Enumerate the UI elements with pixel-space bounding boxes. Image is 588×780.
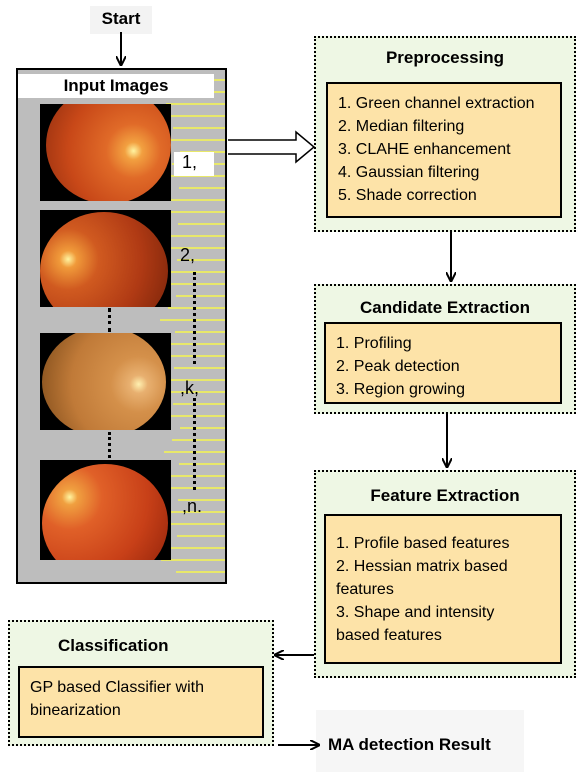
- step: 2. Hessian matrix based: [336, 555, 550, 578]
- step: 2. Median filtering: [338, 115, 550, 138]
- image-ellipsis-2: [108, 432, 111, 458]
- step: GP based Classifier with: [30, 676, 252, 699]
- label-ellipsis-2: [193, 398, 196, 490]
- step: 3. CLAHE enhancement: [338, 138, 550, 161]
- retina-image-1: [40, 104, 171, 201]
- label-ellipsis-1: [193, 272, 196, 364]
- candidate-extraction-steps: 1. Profiling 2. Peak detection 3. Region…: [324, 322, 562, 404]
- result-label: MA detection Result: [316, 710, 524, 772]
- step: features: [336, 578, 550, 601]
- step: binearization: [30, 699, 252, 722]
- retina-image-3: [40, 333, 171, 430]
- feature-extraction-stage: Feature Extraction 1. Profile based feat…: [314, 470, 576, 678]
- image-label-1: 1,: [174, 152, 214, 176]
- image-label-n: ,n.: [182, 496, 202, 517]
- step: 1. Profile based features: [336, 532, 550, 555]
- step: 2. Peak detection: [336, 355, 550, 378]
- classification-steps: GP based Classifier with binearization: [18, 666, 264, 738]
- image-ellipsis-1: [108, 308, 111, 332]
- start-label: Start: [90, 6, 152, 34]
- step: 4. Gaussian filtering: [338, 161, 550, 184]
- arrow-input-to-preprocessing: [228, 132, 314, 162]
- preprocessing-title: Preprocessing: [316, 48, 574, 68]
- step: based features: [336, 624, 550, 647]
- step: 1. Green channel extraction: [338, 92, 550, 115]
- candidate-extraction-title: Candidate Extraction: [316, 298, 574, 318]
- classification-stage: Classification GP based Classifier with …: [8, 620, 274, 746]
- step: 3. Region growing: [336, 378, 550, 401]
- retina-image-2: [40, 210, 171, 307]
- image-label-k: ,k,: [180, 378, 199, 399]
- image-label-2: 2,: [180, 245, 195, 266]
- classification-title: Classification: [58, 636, 169, 656]
- step: 1. Profiling: [336, 332, 550, 355]
- step: 5. Shade correction: [338, 184, 550, 207]
- preprocessing-steps: 1. Green channel extraction 2. Median fi…: [326, 82, 562, 218]
- feature-extraction-steps: 1. Profile based features 2. Hessian mat…: [324, 514, 562, 664]
- retina-image-4: [40, 460, 171, 560]
- preprocessing-stage: Preprocessing 1. Green channel extractio…: [314, 36, 576, 232]
- input-images-title: Input Images: [18, 74, 214, 98]
- step: 3. Shape and intensity: [336, 601, 550, 624]
- candidate-extraction-stage: Candidate Extraction 1. Profiling 2. Pea…: [314, 284, 576, 414]
- feature-extraction-title: Feature Extraction: [316, 486, 574, 506]
